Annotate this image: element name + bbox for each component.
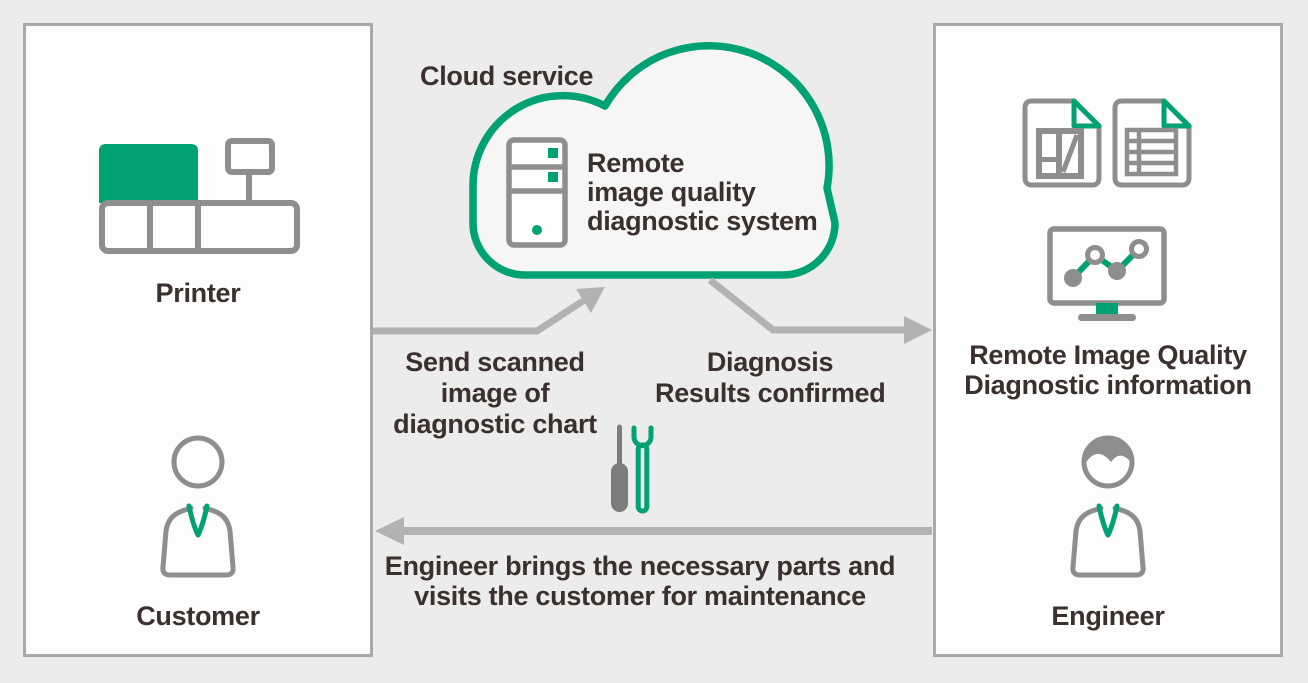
engineer-box — [933, 23, 1283, 657]
printer-icon — [99, 138, 300, 254]
customer-label: Customer — [136, 601, 260, 631]
tools-icon — [611, 424, 654, 514]
arrow-cloud-to-engineer — [707, 277, 932, 344]
document-image-icon — [1022, 98, 1102, 188]
diagnosis-label: Diagnosis Results confirmed — [655, 347, 886, 408]
chart-monitor-icon — [1047, 226, 1167, 321]
cloud-service-label: Cloud service — [420, 61, 594, 91]
customer-icon — [160, 435, 236, 578]
send-scan-label: Send scanned image of diagnostic chart — [393, 347, 597, 439]
engineer-icon — [1070, 435, 1146, 578]
document-report-icon — [1112, 98, 1192, 188]
visit-label: Engineer brings the necessary parts and … — [384, 551, 896, 611]
customer-box — [23, 23, 373, 657]
engineer-label: Engineer — [1051, 601, 1165, 631]
arrow-send-to-cloud — [373, 287, 605, 335]
diagnostic-info-label: Remote Image Quality Diagnostic informat… — [964, 340, 1252, 400]
server-icon — [506, 137, 568, 248]
arrow-engineer-to-customer — [375, 517, 932, 545]
printer-label: Printer — [155, 278, 241, 308]
cloud-system-label: Remote image quality diagnostic system — [587, 148, 818, 236]
